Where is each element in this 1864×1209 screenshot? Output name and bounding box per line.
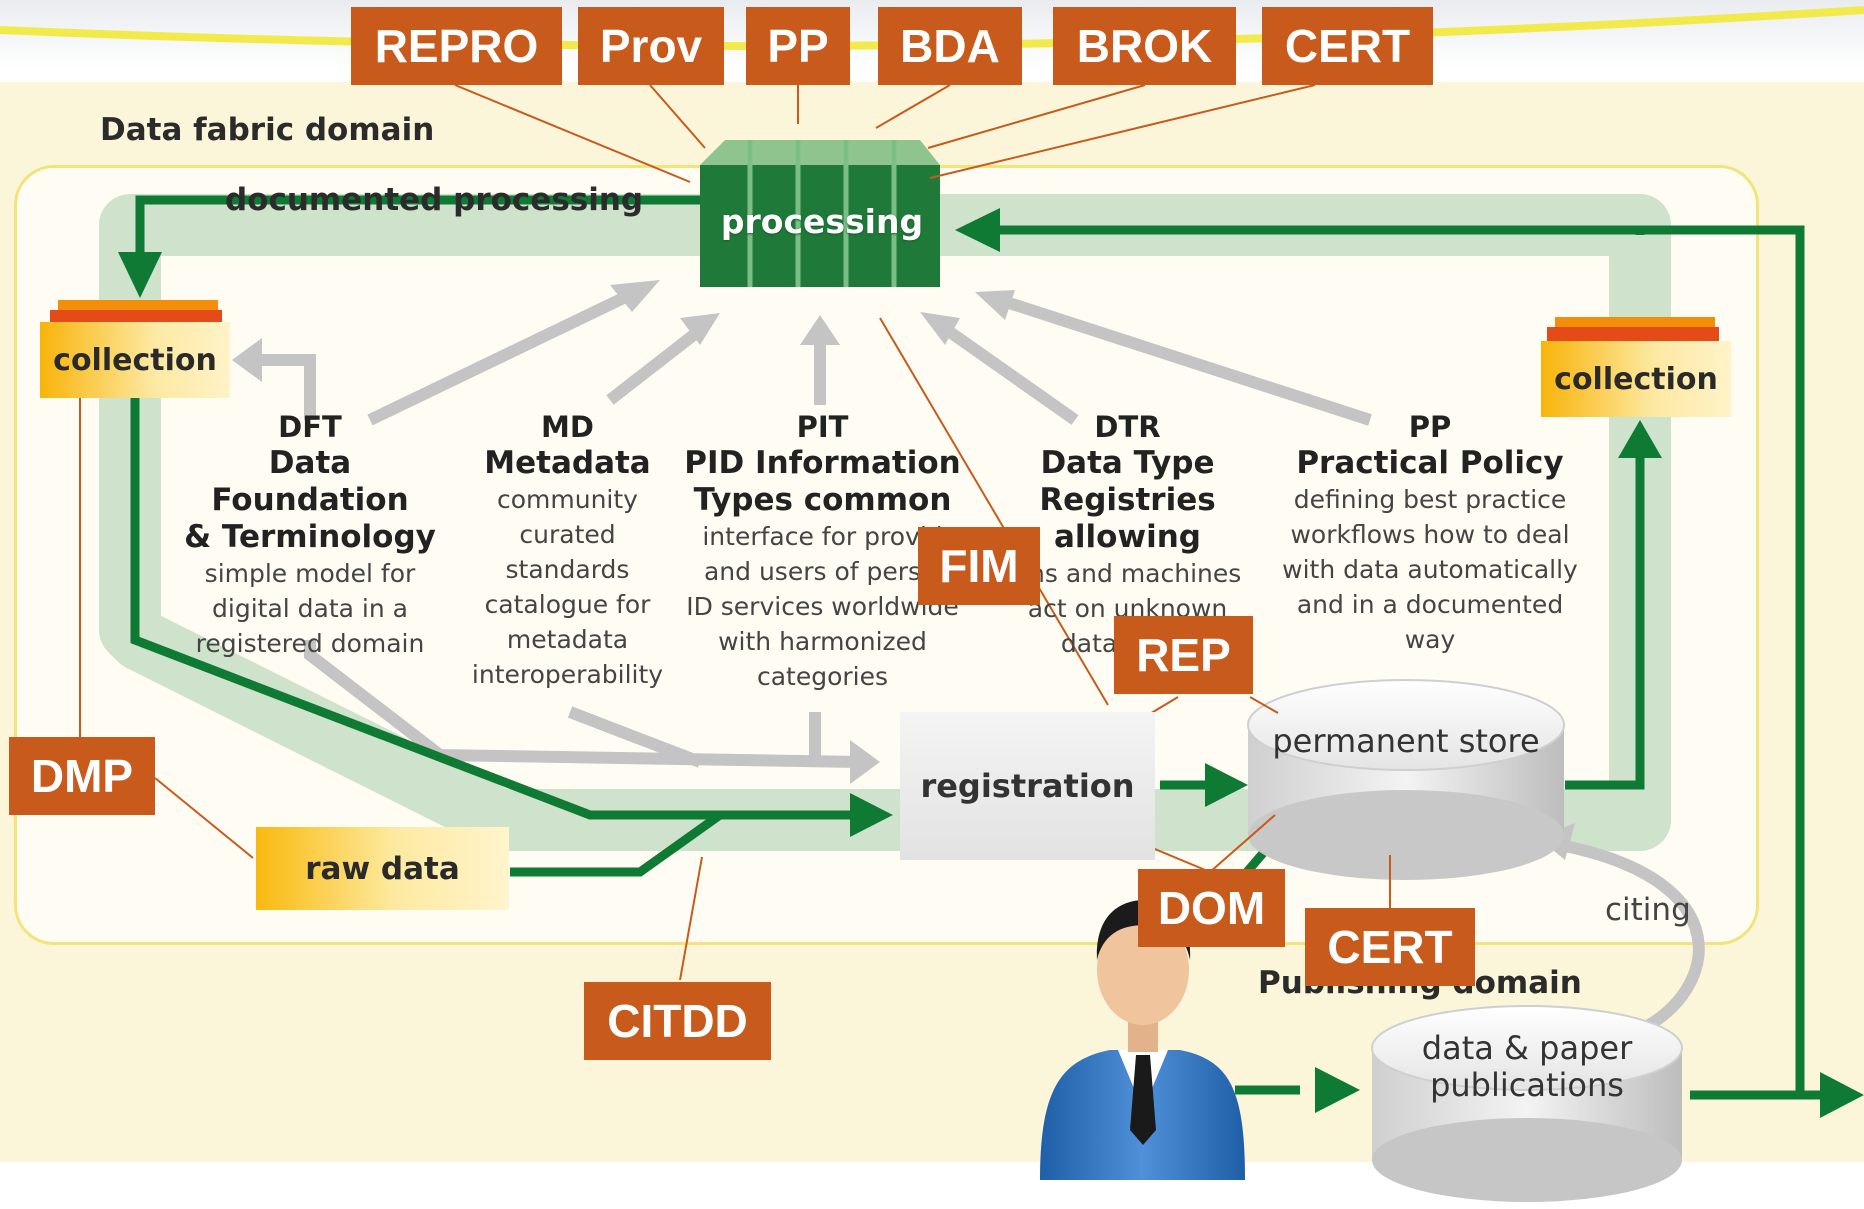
component-pp-desc-3: with data automatically [1282, 555, 1578, 584]
publications-label: data & paper publications [1372, 1030, 1682, 1104]
component-dtr-desc-1: ans and machines [1013, 559, 1242, 588]
component-dft-abbr: DFT [278, 410, 342, 444]
badge-cert-bottom: CERT [1305, 908, 1475, 986]
component-pit-abbr: PIT [796, 410, 849, 444]
component-md-desc-2: curated [519, 520, 616, 549]
collection-left: collection [40, 322, 230, 398]
publications-line1: data & paper [1421, 1029, 1633, 1067]
component-pp: PP Practical Policy defining best practi… [1280, 410, 1580, 657]
component-pit-desc-4: with harmonized [718, 627, 927, 656]
badge-brok: BROK [1053, 7, 1236, 85]
raw-data-box: raw data [256, 827, 509, 910]
green-arrowheads [118, 208, 1864, 1118]
component-dft-desc-1: simple model for [204, 559, 416, 588]
component-md-desc-6: interoperability [471, 660, 664, 689]
component-dtr-heading-1: Data Type [1040, 445, 1215, 481]
documented-processing-label: documented processing [225, 182, 644, 218]
badge-citdd: CITDD [584, 982, 771, 1060]
component-dtr-abbr: DTR [1094, 410, 1161, 444]
component-pit-desc-2: and users of persis [703, 557, 942, 586]
component-dft-heading-1: Data Foundation [211, 445, 409, 518]
component-pp-abbr: PP [1408, 410, 1452, 444]
registration-box: registration [900, 712, 1155, 860]
registration-label: registration [920, 767, 1135, 805]
data-fabric-domain-title: Data fabric domain [100, 112, 435, 148]
processing-label: processing [720, 202, 924, 241]
badge-dom: DOM [1138, 869, 1285, 947]
component-dft-desc-2: digital data in a [212, 594, 408, 623]
component-md-desc-4: catalogue for [484, 590, 651, 619]
component-md: MD Metadata community curated standards … [460, 410, 675, 692]
badge-connectors [79, 84, 1391, 981]
component-dft-heading-2: & Terminology [184, 519, 436, 555]
collection-right-label: collection [1554, 361, 1718, 397]
component-pp-desc-5: way [1404, 625, 1456, 654]
grey-arrowheads [232, 280, 1575, 860]
badge-bda: BDA [878, 7, 1022, 85]
processing-block [700, 140, 940, 287]
badge-repro: REPRO [351, 7, 562, 85]
badge-prov: Prov [578, 7, 724, 85]
component-md-heading-1: Metadata [484, 445, 651, 481]
component-pp-desc-1: defining best practice [1293, 485, 1567, 514]
component-pp-heading-1: Practical Policy [1296, 445, 1564, 481]
component-md-desc-3: standards [505, 555, 630, 584]
badge-fim: FIM [918, 527, 1040, 605]
component-md-desc-1: community [497, 485, 638, 514]
permanent-store-cylinder [1247, 679, 1565, 880]
citing-label: citing [1605, 892, 1691, 928]
component-pit-heading-1: PID Information [684, 445, 961, 481]
grey-arrows [250, 284, 1705, 1036]
component-dft: DFT Data Foundation & Terminology simple… [170, 410, 450, 661]
badge-dmp: DMP [9, 737, 155, 815]
component-pp-desc-2: workflows how to deal [1290, 520, 1570, 549]
component-pp-desc-4: and in a documented [1296, 590, 1564, 619]
collection-left-label: collection [53, 342, 217, 378]
component-pit-desc-3: ID services worldwide [686, 592, 959, 621]
badge-rep: REP [1114, 616, 1253, 694]
component-md-abbr: MD [541, 410, 594, 444]
badge-cert-top: CERT [1262, 7, 1433, 85]
green-flow-lines [130, 195, 1820, 1100]
publications-cylinder [1371, 1005, 1683, 1202]
component-dtr-heading-2: Registries allowing [1039, 482, 1216, 555]
publications-line2: publications [1430, 1066, 1624, 1104]
component-pit-desc-5: categories [756, 662, 889, 691]
badge-pp: PP [746, 7, 850, 85]
component-dft-desc-3: registered domain [195, 629, 425, 658]
component-pit-desc-1: interface for provid [702, 522, 943, 551]
collection-right: collection [1541, 341, 1731, 417]
component-pit: PIT PID Information Types common interfa… [675, 410, 970, 694]
component-pit-heading-2: Types common [693, 482, 952, 518]
permanent-store-label: permanent store [1272, 722, 1540, 760]
raw-data-label: raw data [305, 850, 460, 887]
component-md-desc-5: metadata [506, 625, 629, 654]
